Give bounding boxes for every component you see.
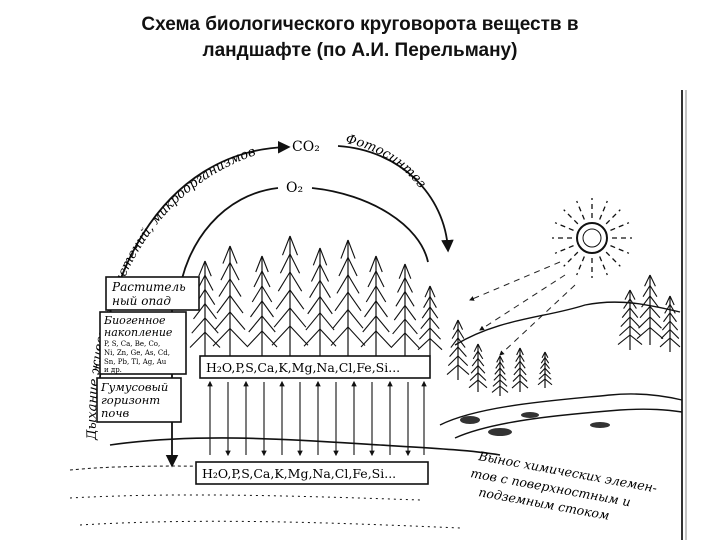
tree-icon: [330, 239, 366, 356]
elements-upper-box: H₂O,P,S,Ca,K,Mg,Na,Cl,Fe,Si...: [199, 355, 431, 379]
tree-icon: [360, 255, 392, 356]
litter-line-1: Раститель: [111, 280, 186, 294]
biogenic-line-1: Биогенное: [103, 314, 166, 327]
elements-small-3: Sn, Pb, Tl, Ag, Au: [104, 358, 167, 366]
tree-icon: [617, 289, 643, 350]
light-rays: [469, 261, 576, 356]
litter-box: Раститель ный опад: [105, 276, 200, 311]
tree-icon: [212, 245, 248, 356]
slide-title-line-2: ландшафте (по А.И. Перельману): [202, 40, 518, 61]
tree-icon: [659, 295, 681, 352]
co2-label: CO₂: [292, 139, 320, 155]
elements-upper-text: H₂O,P,S,Ca,K,Mg,Na,Cl,Fe,Si...: [206, 360, 400, 375]
humus-box: Гумусовый горизонт почв: [96, 377, 182, 423]
tree-icon: [446, 319, 470, 380]
tree-icon: [468, 343, 488, 392]
tree-icon: [390, 263, 420, 356]
elements-lower-text: H₂O,P,S,Ca,K,Mg,Na,Cl,Fe,Si...: [202, 466, 396, 481]
biogenic-line-2: накопление: [104, 326, 173, 339]
litter-line-2: ный опад: [112, 294, 171, 308]
o2-label: O₂: [286, 180, 303, 196]
co2-return-arc: [337, 145, 454, 253]
tree-icon: [636, 274, 664, 345]
tree-icon: [491, 355, 509, 396]
humus-line-3: почв: [101, 406, 129, 420]
element-uptake-arrows: [207, 380, 427, 457]
tree-icon: [271, 235, 309, 356]
forest: [189, 235, 681, 396]
shrubs: [460, 412, 610, 436]
slide-title-line-1: Схема биологического круговорота веществ…: [141, 14, 579, 35]
biogenic-box: Биогенное накопление P, S, Ca, Be, Co, N…: [99, 311, 187, 375]
o2-right-arc: [311, 187, 429, 263]
elements-lower-box: H₂O,P,S,Ca,K,Mg,Na,Cl,Fe,Si...: [195, 461, 429, 485]
river: [439, 393, 683, 426]
tree-icon: [537, 351, 553, 388]
tree-icon: [246, 255, 278, 356]
slide-title: Схема биологического круговорота веществ…: [0, 12, 720, 64]
tree-icon: [189, 260, 221, 356]
elements-small-2: Ni, Zn, Ge, As, Cd,: [104, 349, 170, 357]
sun-icon: [552, 198, 632, 278]
humus-line-1: Гумусовый: [100, 380, 168, 394]
humus-line-2: горизонт: [101, 393, 160, 407]
elements-small-4: и др.: [104, 366, 122, 374]
tree-icon: [511, 347, 529, 392]
tree-icon: [417, 285, 443, 356]
elements-small-1: P, S, Ca, Be, Co,: [104, 340, 160, 348]
